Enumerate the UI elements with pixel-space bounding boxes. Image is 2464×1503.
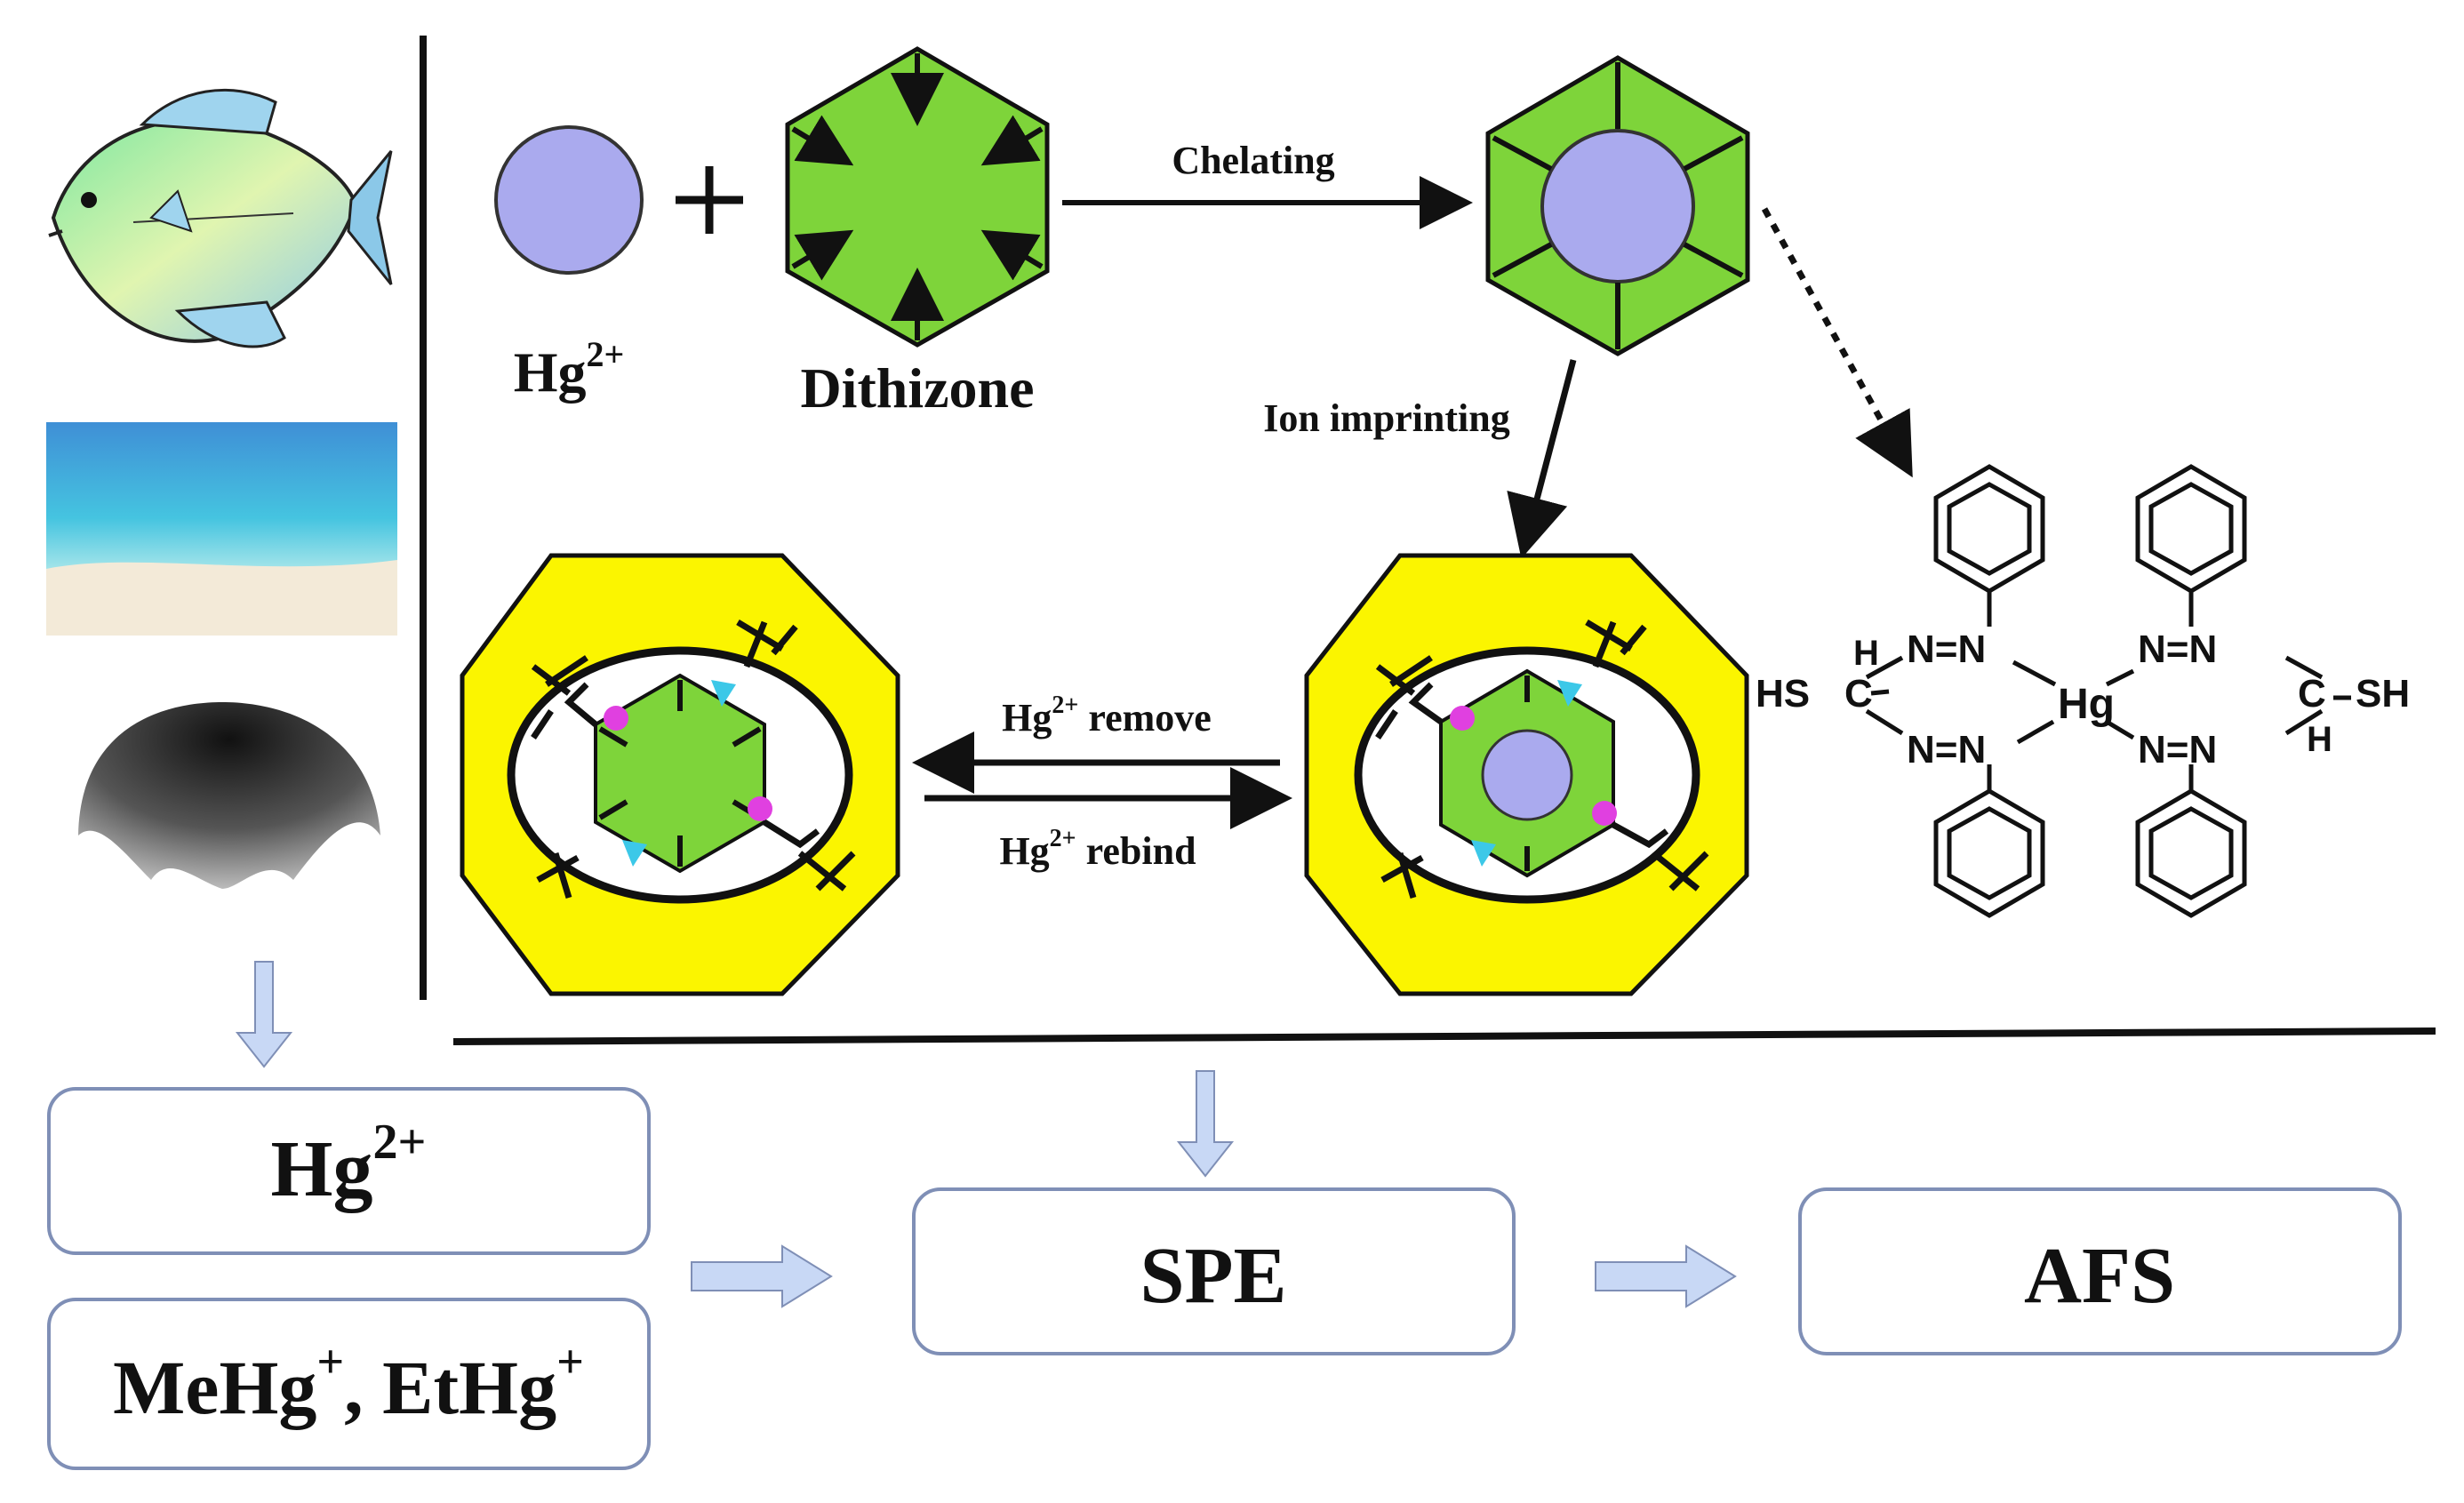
- nn-top-left-label: N=N: [1907, 628, 1986, 671]
- horizontal-divider: [452, 1027, 2436, 1045]
- nn-top-right-label: N=N: [2138, 628, 2217, 671]
- structure-atom-labels: HS C H N=N N=N Hg N=N N=N C H SH: [1756, 628, 2410, 771]
- fish-image: [48, 88, 393, 348]
- c-left-label: C: [1844, 672, 1873, 716]
- sh-right-label: SH: [2356, 672, 2410, 716]
- flow-arrow-to-spe: [691, 1244, 833, 1308]
- organomercury-box: [47, 1298, 651, 1470]
- imprinted-polymer-bound: [1304, 553, 1749, 996]
- rebind-label: Hg2+ rebind: [999, 825, 1196, 873]
- dithizone-label: Dithizone: [800, 356, 1034, 420]
- hg-species-box: [47, 1087, 651, 1255]
- hg-species-label: Hg2+: [271, 1115, 427, 1213]
- hg-dithizone-complex: [1485, 55, 1750, 356]
- chelating-label: Chelating: [1172, 139, 1334, 182]
- imprinted-polymer-empty: [460, 553, 900, 996]
- nn-bottom-left-label: N=N: [1907, 728, 1986, 771]
- seawater-image: [46, 422, 397, 636]
- hg-dithizonate-structure: [1865, 464, 2351, 918]
- h-right-label: H: [2307, 720, 2332, 759]
- organomercury-label: MeHg+, EtHg+: [113, 1335, 584, 1430]
- hg-center-label: Hg: [2058, 681, 2115, 728]
- afs-label: AFS: [2024, 1232, 2175, 1320]
- h-left-label: H: [1853, 634, 1879, 673]
- dithizone-hexagon: [785, 46, 1050, 348]
- flow-arrow-to-afs: [1595, 1244, 1737, 1308]
- spe-box: [912, 1187, 1516, 1355]
- dotted-arrow: [1761, 207, 1913, 478]
- afs-box: [1798, 1187, 2402, 1355]
- spe-label: SPE: [1140, 1232, 1286, 1320]
- hs-left-label: HS: [1756, 672, 1810, 716]
- c-right-label: C: [2298, 672, 2326, 716]
- ion-imprinting-arrow: [1507, 359, 1577, 559]
- remove-label: Hg2+ remove: [1002, 692, 1212, 740]
- hg-ion-label: Hg2+: [514, 334, 625, 404]
- nn-bottom-right-label: N=N: [2138, 728, 2217, 771]
- plus-sign: [676, 166, 743, 234]
- flow-down-arrow-center: [1176, 1070, 1235, 1178]
- hair-image: [78, 702, 380, 889]
- hg-ion-circle: [494, 125, 644, 275]
- flow-down-arrow-left: [235, 961, 293, 1068]
- ion-imprinting-label: Ion imprinting: [1263, 396, 1510, 440]
